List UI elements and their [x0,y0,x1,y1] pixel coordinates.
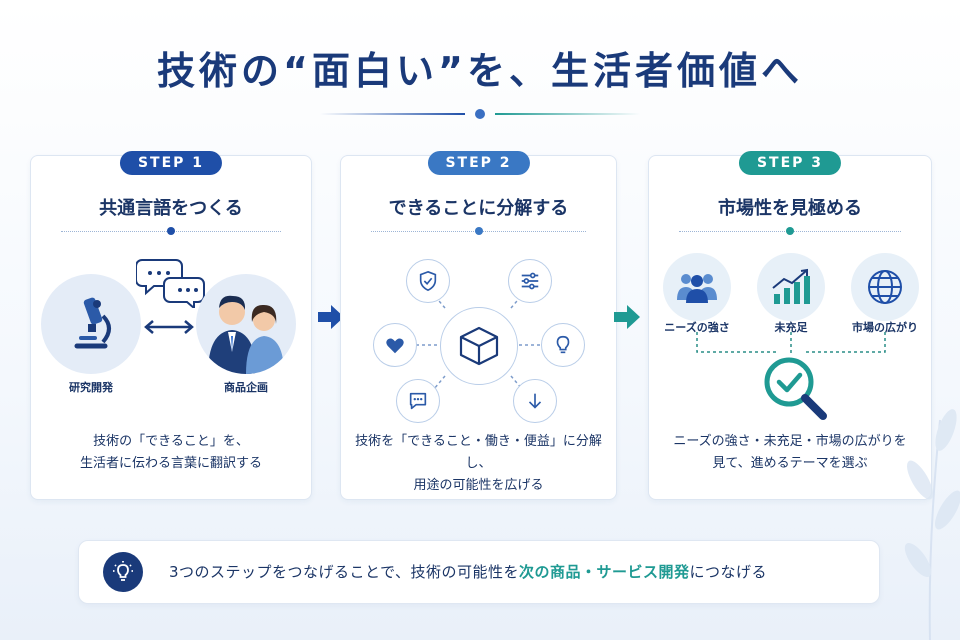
page-title: 技術の“面白い”を、生活者価値へ [157,49,803,93]
lightbulb-icon [103,552,143,592]
arrow-right-icon [318,305,344,329]
label-rnd: 研究開発 [69,381,113,394]
step-card-2: STEP 2 できることに分解する [340,151,617,500]
step-desc-2: 技術を「できること・働き・便益」に分解し、 用途の可能性を広げる [355,434,602,493]
label-unmet: 未充足 [774,321,808,334]
globe-icon [851,253,919,321]
summary-banner: 3つのステップをつなげることで、技術の可能性を次の商品・サービス開発につなげる [78,540,880,604]
title-divider [320,107,640,121]
label-needs: ニーズの強さ [664,321,730,334]
step-title-1: 共通言語をつくる [99,198,243,219]
leaf-decoration [904,409,960,640]
users-icon [663,253,731,321]
step-badge-3: STEP 3 [738,151,842,175]
double-arrow-icon [143,319,195,339]
sliders-icon [508,259,552,303]
growth-chart-icon [757,253,825,321]
step-badge-2: STEP 2 [427,151,530,175]
people-icon [196,274,296,374]
magnifier-check-icon [759,352,835,426]
step-desc-1: 技術の「できること」を、 生活者に伝わる言葉に翻訳する [79,434,262,471]
shield-check-icon [406,259,450,303]
label-market: 市場の広がり [852,321,918,334]
step-title-3: 市場性を見極める [718,198,862,219]
heart-icon [373,323,417,367]
lightbulb-icon [541,323,585,367]
step-badge-1: STEP 1 [119,151,223,175]
arrow-right-icon [614,305,640,329]
download-arrow-icon [513,379,557,423]
step-card-3: STEP 3 市場性を見極める ニーズの強さ 未充足 [648,151,932,500]
chat-icon [396,379,440,423]
cube-icon [440,307,518,385]
speech-bubbles-icon [135,254,206,312]
step-desc-3: ニーズの強さ・未充足・市場の広がりを 見て、進めるテーマを選ぶ [673,434,907,471]
microscope-icon [41,274,141,374]
step-title-2: できることに分解する [388,198,569,219]
banner-text: 3つのステップをつなげることで、技術の可能性を次の商品・サービス開発につなげる [169,563,768,581]
label-planning: 商品企画 [224,381,268,394]
step-card-1: STEP 1 共通言語をつくる 研究開発 [30,151,312,500]
